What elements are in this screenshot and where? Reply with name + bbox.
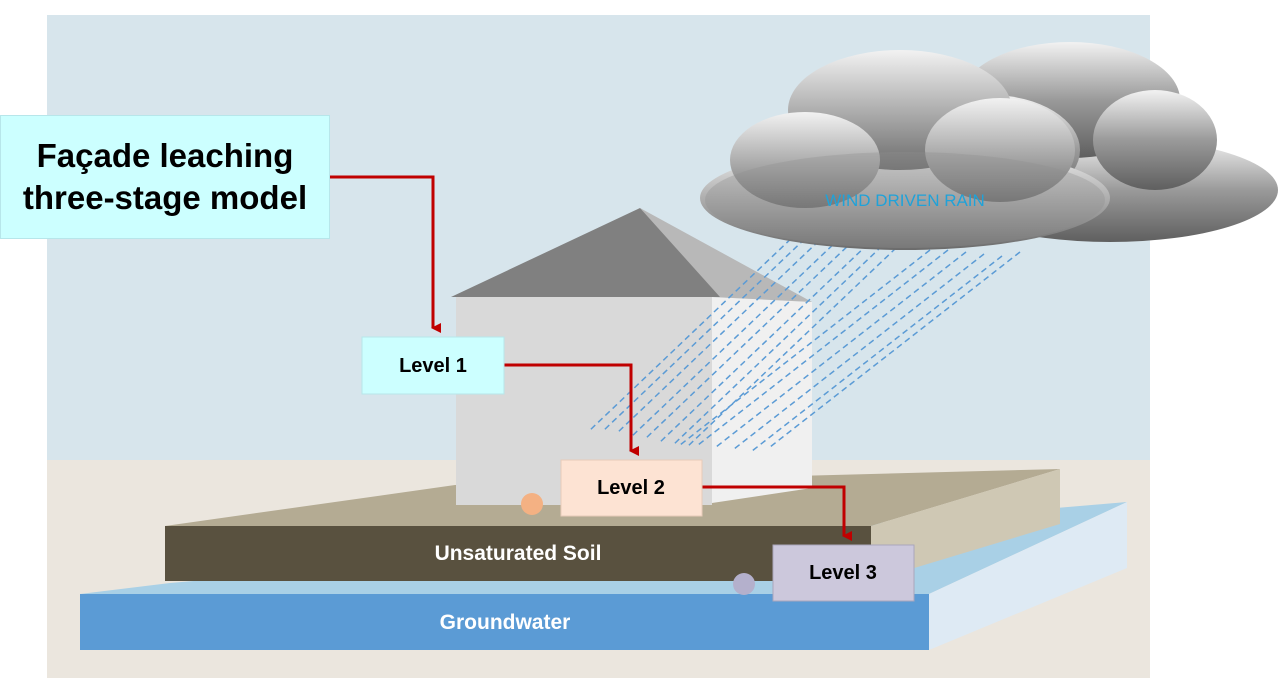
level-3-box: Level 3 xyxy=(772,544,915,602)
house-roof-side xyxy=(640,208,812,302)
unsaturated-soil-layer xyxy=(165,469,1060,581)
rain-line xyxy=(697,249,949,446)
title-line-1: Façade leaching xyxy=(36,137,294,174)
rain-line xyxy=(733,253,985,450)
rain-line xyxy=(685,247,897,449)
house-roof-front xyxy=(451,208,720,297)
flow-arrows xyxy=(330,175,852,541)
level-2-box: Level 2 xyxy=(560,459,703,517)
level-2-label: Level 2 xyxy=(597,477,665,499)
arrow-title-to-level1 xyxy=(330,175,441,333)
wind-driven-rain-lines xyxy=(587,231,1021,452)
arrow-level1-to-level2 xyxy=(504,363,639,456)
rain-line xyxy=(769,251,1021,448)
rain-line xyxy=(615,233,827,435)
arrow-level2-to-level3 xyxy=(702,485,852,541)
level-3-label: Level 3 xyxy=(809,562,877,584)
rain-line xyxy=(643,239,855,441)
house-side-wall xyxy=(712,297,812,503)
rain-line xyxy=(679,249,931,446)
cloud-front xyxy=(700,50,1110,250)
title-box: Façade leaching three-stage model xyxy=(0,115,330,239)
groundwater-label: Groundwater xyxy=(440,611,571,634)
level-3-marker-dot xyxy=(733,573,755,595)
soil-label: Unsaturated Soil xyxy=(435,542,602,565)
cloud-label: WIND DRIVEN RAIN xyxy=(825,191,985,210)
level-1-box: Level 1 xyxy=(361,336,505,395)
rain-line xyxy=(671,245,883,447)
level-2-marker-dot xyxy=(521,493,543,515)
rain-line xyxy=(601,231,813,433)
rain-line xyxy=(657,243,869,445)
rain-line xyxy=(629,237,841,439)
rain-line xyxy=(715,251,967,448)
rain-line xyxy=(587,231,799,433)
level-1-label: Level 1 xyxy=(399,355,467,377)
rain-line xyxy=(751,255,1003,452)
title-line-2: three-stage model xyxy=(22,179,308,216)
